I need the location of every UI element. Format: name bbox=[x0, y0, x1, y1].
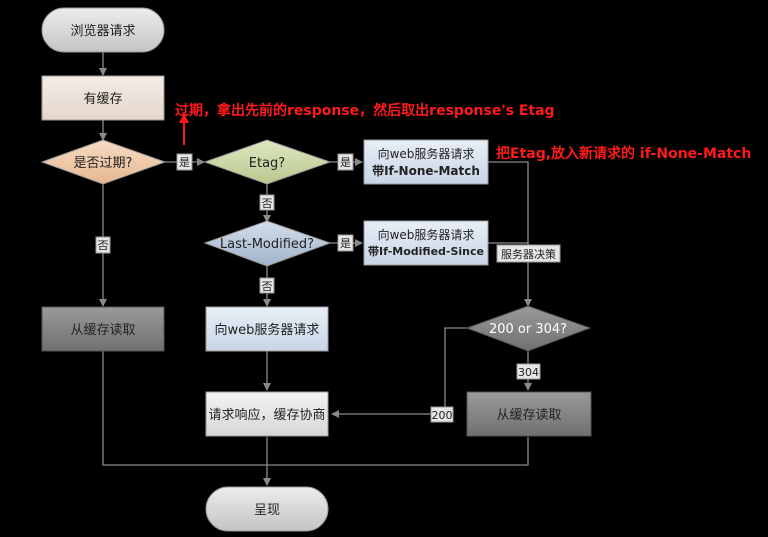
edge-label-server-decision: 服务器决策 bbox=[496, 244, 561, 263]
edge-caches-merge bbox=[102, 351, 529, 466]
req-if-none-match-line1: 向web服务器请求 bbox=[378, 146, 475, 161]
node-present: 呈现 bbox=[205, 486, 329, 532]
edge-server-decision bbox=[488, 242, 532, 307]
respond-cache-label: 请求响应，缓存协商 bbox=[208, 407, 325, 423]
edge-label-no-expired: 否 bbox=[95, 236, 111, 254]
node-status-decision: 200 or 304? bbox=[465, 305, 592, 352]
edge-label-200: 200 bbox=[430, 406, 454, 423]
expired-decision-label: 是否过期? bbox=[74, 156, 133, 171]
edge-etag-req-to-merge bbox=[488, 161, 529, 243]
req-if-modified-since-line2: 带If-Modified-Since bbox=[368, 244, 484, 258]
node-etag-decision: Etag? bbox=[203, 139, 332, 185]
node-req-if-modified-since: 向web服务器请求 带If-Modified-Since bbox=[363, 220, 489, 266]
has-cache-label: 有缓存 bbox=[83, 92, 122, 107]
req-server-label: 向web服务器请求 bbox=[215, 322, 320, 338]
read-cache-left-label: 从缓存读取 bbox=[70, 323, 135, 338]
svg-text:否: 否 bbox=[98, 239, 109, 252]
node-expired-decision: 是否过期? bbox=[40, 139, 167, 185]
status-decision-label: 200 or 304? bbox=[489, 322, 567, 337]
last-modified-decision-label: Last-Modified? bbox=[220, 237, 314, 252]
node-browser-request: 浏览器请求 bbox=[41, 7, 165, 53]
node-read-cache-right: 从缓存读取 bbox=[466, 391, 592, 437]
req-if-modified-since-line1: 向web服务器请求 bbox=[378, 227, 475, 242]
edge-label-no-lastmod: 否 bbox=[259, 277, 275, 294]
annotation-etag-note: 把Etag,放入新请求的 if-None-Match bbox=[496, 145, 751, 162]
edge-200 bbox=[331, 327, 470, 418]
svg-text:304: 304 bbox=[518, 366, 539, 379]
req-if-none-match-line2: 带If-None-Match bbox=[372, 163, 480, 178]
svg-text:200: 200 bbox=[432, 409, 453, 422]
svg-text:是: 是 bbox=[340, 237, 351, 250]
edge-label-304: 304 bbox=[516, 363, 541, 380]
edges bbox=[99, 52, 532, 486]
edge-label-yes-expired: 是 bbox=[176, 153, 193, 171]
svg-text:是: 是 bbox=[340, 156, 351, 169]
annotation-expired-note: 过期，拿出先前的response，然后取出response's Etag bbox=[175, 102, 555, 119]
edge-label-no-etag: 否 bbox=[259, 194, 275, 211]
edge-label-yes-etag: 是 bbox=[337, 153, 354, 171]
svg-text:是: 是 bbox=[179, 156, 190, 169]
etag-decision-label: Etag? bbox=[249, 156, 285, 171]
node-has-cache: 有缓存 bbox=[41, 75, 165, 121]
svg-text:服务器决策: 服务器决策 bbox=[501, 247, 556, 261]
svg-text:否: 否 bbox=[262, 280, 273, 293]
node-req-server: 向web服务器请求 bbox=[205, 306, 329, 352]
edge-label-yes-lastmod: 是 bbox=[337, 234, 354, 252]
present-label: 呈现 bbox=[254, 503, 280, 518]
browser-request-label: 浏览器请求 bbox=[70, 23, 135, 39]
svg-text:否: 否 bbox=[262, 197, 273, 210]
node-respond-cache: 请求响应，缓存协商 bbox=[205, 391, 329, 437]
read-cache-right-label: 从缓存读取 bbox=[496, 408, 561, 423]
node-req-if-none-match: 向web服务器请求 带If-None-Match bbox=[363, 139, 489, 185]
node-last-modified-decision: Last-Modified? bbox=[203, 220, 332, 267]
node-read-cache-left: 从缓存读取 bbox=[41, 306, 165, 352]
